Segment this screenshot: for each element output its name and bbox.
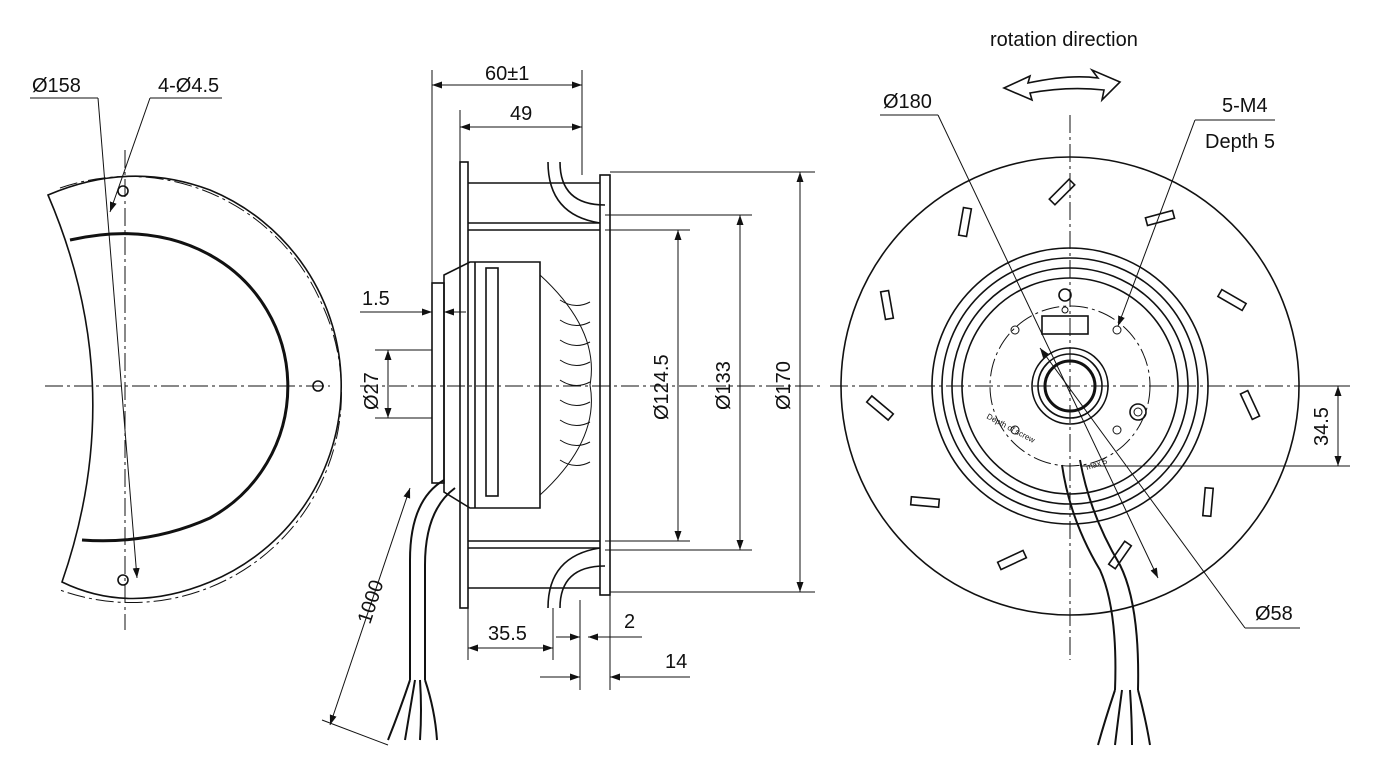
inlet-ring (599, 174, 611, 596)
front-wire-2 (1114, 689, 1123, 746)
dim-180-line (937, 114, 1159, 579)
impeller-outer (840, 156, 1300, 616)
dim-124-label: Ø124.5 (651, 354, 673, 420)
dim-170-label: Ø170 (773, 361, 795, 410)
dim-m4-label-1: 5-M4 (1222, 95, 1268, 117)
dim-m4-label-2: Depth 5 (1205, 131, 1275, 153)
motor-housing (443, 261, 541, 509)
flange-outline (46, 175, 343, 600)
side-screw-inner (1133, 407, 1143, 417)
front-cable-left (1061, 464, 1117, 691)
dim-2-label: 2 (624, 611, 635, 633)
front-wire-4 (1137, 689, 1151, 746)
dim-49-label: 49 (510, 103, 532, 125)
rotation-label: rotation direction (990, 29, 1138, 51)
top-screw (1058, 288, 1072, 302)
flange-holes (117, 185, 324, 586)
front-cable-right (1079, 459, 1140, 691)
cable-lower (424, 487, 456, 680)
flange-bolt-circle (59, 175, 342, 604)
top-shroud-curve (547, 161, 601, 224)
blade-slots (865, 178, 1261, 571)
dim-133-label: Ø133 (713, 361, 735, 410)
ring-2 (941, 257, 1199, 515)
rotor-fins (539, 274, 592, 496)
wire-3 (419, 679, 422, 741)
dim-1000-label: 1000 (354, 577, 389, 626)
dim-158-line (97, 97, 140, 579)
label-plate (1041, 315, 1089, 335)
top-shroud-curve-2 (559, 161, 606, 206)
dim-m4-line (1117, 119, 1196, 327)
dim-14-label: 14 (665, 651, 687, 673)
front-wire-3 (1129, 689, 1133, 746)
left-flange-view: Ø158 4-Ø4.5 (30, 75, 343, 630)
dim-58-label: Ø58 (1255, 603, 1293, 625)
motor-ring (485, 267, 499, 497)
hub-inner (1043, 359, 1097, 413)
hub-mid (1037, 353, 1103, 419)
bottom-shroud-curve (547, 547, 601, 609)
dim-holes-label: 4-Ø4.5 (158, 75, 219, 97)
dim-1000-line (329, 487, 411, 726)
hole-right (312, 380, 324, 392)
hub-outer (1031, 347, 1109, 425)
dim-holes-line (109, 97, 151, 213)
flange-inner-arc (69, 232, 290, 543)
ring-1 (931, 247, 1209, 525)
bolt-circle-front (989, 305, 1151, 467)
dim-158-label: Ø158 (32, 75, 81, 97)
motor-front-cap (431, 282, 445, 484)
front-face-view: rotation direction Depth of screw max 5 (830, 29, 1350, 746)
dim-34-label: 34.5 (1311, 407, 1333, 446)
m4-holes (1010, 306, 1122, 435)
cable-upper (409, 479, 445, 680)
rotation-arrow-icon (1002, 68, 1122, 103)
ring-4 (961, 277, 1179, 495)
dim-27-label: Ø27 (361, 372, 383, 410)
dim-180-label: Ø180 (883, 91, 932, 113)
front-wire-1 (1097, 689, 1116, 746)
dim-60-label: 60±1 (485, 63, 529, 85)
side-profile-view: 60±1 49 1.5 Ø27 Ø124.5 Ø133 Ø170 1000 (321, 63, 820, 746)
dim-58-line (1039, 347, 1246, 629)
bottom-shroud-curve-2 (559, 565, 606, 609)
backplate (459, 161, 469, 609)
side-screw (1129, 403, 1147, 421)
plate-label-2: max 5 (1085, 456, 1109, 471)
hole-bottom (117, 574, 129, 586)
wire-4 (424, 679, 438, 741)
hole-top (117, 185, 129, 197)
ext-1000-a (321, 719, 389, 746)
dim-1-5-label: 1.5 (362, 288, 390, 310)
dim-35-label: 35.5 (488, 623, 527, 645)
